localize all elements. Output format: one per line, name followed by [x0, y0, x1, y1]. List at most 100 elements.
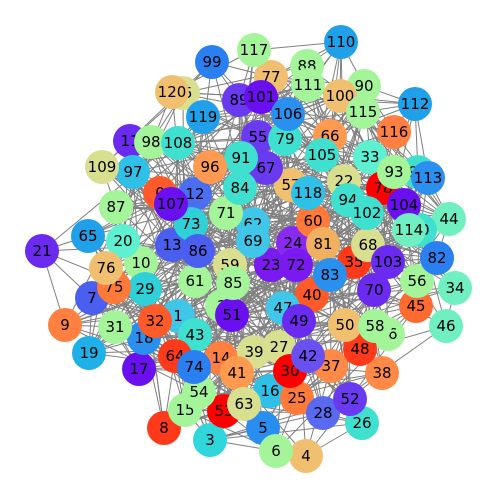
graph-node-32: 32 [138, 304, 172, 338]
graph-edge [307, 131, 395, 194]
graph-edge [41, 244, 173, 252]
graph-node-110: 110 [324, 25, 358, 59]
node-circle [346, 95, 380, 129]
node-label: 38 [372, 364, 391, 382]
node-label: 40 [302, 286, 321, 304]
graph-node-101: 101 [244, 80, 278, 114]
node-label: 55 [248, 128, 267, 146]
node-label: 44 [439, 210, 458, 228]
graph-node-52: 52 [333, 382, 367, 416]
graph-node-90: 90 [347, 69, 381, 103]
node-circle [306, 396, 340, 430]
node-label: 3 [205, 431, 215, 449]
node-label: 12 [185, 185, 204, 203]
node-label: 108 [164, 134, 193, 152]
graph-node-28: 28 [306, 396, 340, 430]
node-circle [254, 248, 288, 282]
node-label: 16 [260, 382, 279, 400]
node-label: 90 [354, 77, 373, 95]
graph-node-98: 98 [134, 125, 168, 159]
node-label: 37 [321, 357, 340, 375]
node-label: 76 [96, 259, 115, 277]
node-label: 42 [298, 347, 317, 365]
node-circle [85, 150, 119, 184]
node-circle [282, 304, 316, 338]
graph-node-79: 79 [268, 122, 302, 156]
node-circle [154, 187, 188, 221]
node-label: 17 [129, 360, 148, 378]
node-circle [48, 308, 82, 342]
node-label: 70 [364, 281, 383, 299]
graph-node-34: 34 [438, 271, 472, 305]
node-label: 71 [216, 204, 235, 222]
node-label: 48 [350, 340, 369, 358]
node-label: 73 [181, 215, 200, 233]
node-label: 5 [258, 419, 268, 437]
node-label: 107 [157, 195, 186, 213]
node-circle [209, 196, 243, 230]
graph-node-65: 65 [71, 219, 105, 253]
node-circle [98, 310, 132, 344]
graph-node-44: 44 [432, 202, 466, 236]
node-circle [72, 336, 106, 370]
graph-node-91: 91 [224, 141, 258, 175]
node-label: 87 [106, 198, 125, 216]
node-label: 106 [274, 105, 303, 123]
node-label: 41 [227, 364, 246, 382]
node-label: 102 [353, 204, 382, 222]
node-circle [350, 196, 384, 230]
graph-node-107: 107 [154, 187, 188, 221]
node-circle [420, 241, 454, 275]
node-label: 93 [384, 163, 403, 181]
graph-node-84: 84 [223, 171, 257, 205]
node-label: 99 [202, 53, 221, 71]
node-circle [305, 138, 339, 172]
graph-node-111: 111 [291, 68, 325, 102]
node-circle [99, 190, 133, 224]
node-label: 24 [283, 234, 302, 252]
node-label: 9 [60, 316, 70, 334]
node-label: 51 [222, 306, 241, 324]
graph-node-81: 81 [306, 227, 340, 261]
graph-node-109: 109 [85, 150, 119, 184]
graph-node-70: 70 [357, 273, 391, 307]
node-circle [134, 125, 168, 159]
graph-node-21: 21 [25, 234, 59, 268]
node-circle [429, 309, 463, 343]
graph-node-106: 106 [271, 97, 305, 131]
node-label: 74 [184, 358, 203, 376]
node-label: 96 [200, 158, 219, 176]
node-label: 109 [88, 158, 117, 176]
node-label: 25 [287, 389, 306, 407]
node-label: 114 [395, 221, 424, 239]
node-label: 86 [188, 242, 207, 260]
node-label: 103 [374, 253, 403, 271]
node-circle [398, 87, 432, 121]
node-label: 32 [145, 312, 164, 330]
node-circle [89, 251, 123, 285]
node-label: 101 [247, 88, 276, 106]
node-circle [223, 171, 257, 205]
node-circle [289, 439, 323, 473]
node-circle [411, 161, 445, 195]
node-label: 10 [131, 254, 150, 272]
node-circle [313, 258, 347, 292]
graph-node-108: 108 [161, 126, 195, 160]
graph-node-19: 19 [72, 336, 106, 370]
node-circle [177, 350, 211, 384]
node-label: 115 [349, 103, 378, 121]
node-label: 7 [87, 289, 97, 307]
node-label: 69 [243, 232, 262, 250]
node-label: 27 [269, 338, 288, 356]
node-circle [291, 176, 325, 210]
node-circle [181, 234, 215, 268]
node-label: 56 [407, 272, 426, 290]
node-circle [392, 213, 426, 247]
graph-node-45: 45 [399, 289, 433, 323]
node-label: 23 [261, 256, 280, 274]
node-label: 8 [159, 419, 169, 437]
node-label: 31 [105, 318, 124, 336]
graph-node-42: 42 [291, 339, 325, 373]
node-label: 61 [185, 272, 204, 290]
node-circle [195, 45, 229, 79]
